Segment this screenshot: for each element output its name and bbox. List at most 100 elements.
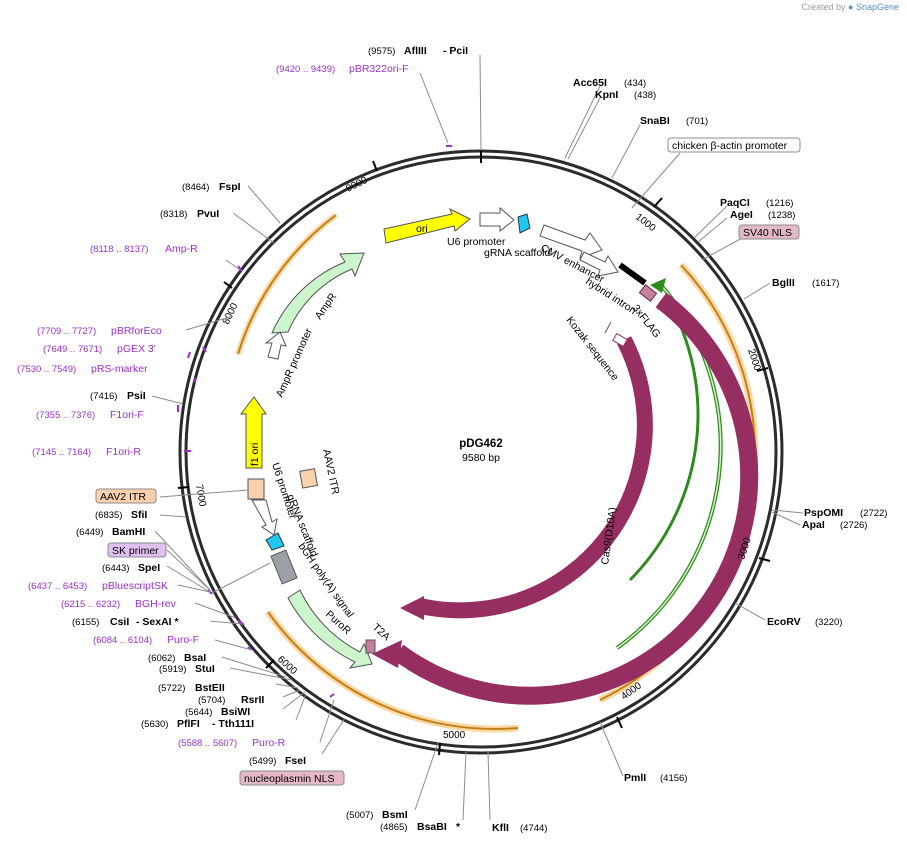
snapgene-credit: Created by ● SnapGene [801,2,899,12]
enzyme-labels: (9575) AflIII - PciI Acc65I (434) KpnI (… [72,45,887,834]
enzyme-name-bstEII: BstEII [195,682,225,694]
plasmid-size: 9580 bp [462,452,500,464]
u6-promoter-top-arrow [479,206,515,233]
grna-scaffold-top-label: gRNA scaffold [484,247,551,259]
tick-label-9000: 9000 [344,175,369,195]
cmv-enhancer-arrow [539,224,603,259]
tick-label-2000: 2000 [745,348,762,373]
enzyme-pos-pflFI: (5630) [141,719,168,730]
enzyme-pos-pmlI: (4156) [660,773,687,784]
enzyme-pos-stuI: (5919) [159,664,186,675]
enzyme-pos-bglII: (1617) [812,278,839,289]
primer-pos-amp-r: (8118 .. 8137) [90,244,148,255]
enzyme-pos-sfiI: (6835) [95,510,122,521]
kozak-leader [604,321,612,334]
enzyme-name-pvuI: PvuI [197,208,219,220]
enzyme-name-sfiI: SfiI [131,509,147,521]
f1-ori-arrow [239,396,267,469]
tick-label-1000: 1000 [633,212,658,235]
enzyme-name-kflI: KflI [492,822,509,834]
enzyme-name-ecoRV: EcoRV [767,616,801,628]
ampr-arrow [271,252,365,334]
enzyme-name-stuI: StuI [195,663,215,675]
highlight-arc-left-core [237,214,337,355]
primer-pos-puro-r: (5588 .. 5607) [178,738,237,749]
enzyme-name-rsrII: RsrII [241,694,264,706]
enzyme-name-apaI: ApaI [802,519,825,531]
cas9-d10a-arc [418,336,653,619]
sv40-nls-feature [638,284,658,302]
3xflag-feature [618,262,647,286]
enzyme-name-bsmI: BsmI [382,809,408,821]
enzyme-pos-kflI: (4744) [520,823,547,834]
primer-name-puro-r: Puro-R [252,737,286,749]
primer-name-pbrforeco: pBRforEco [111,325,162,337]
boxed-label-sv40-nls: SV40 NLS [743,227,792,239]
puror-arrow [287,589,373,669]
ampr-promoter-arrow [264,331,287,360]
primer-name-f1ori-f: F1ori-F [110,409,144,421]
enzyme-pos-pvuI: (8318) [160,209,187,220]
snapgene-logo-icon: ● [848,2,854,12]
enzyme-pos-bsaBI: (4865) [380,822,407,833]
enzyme-name-psiI: PsiI [127,390,146,402]
enzyme-pos-fseI: (5499) [249,756,276,767]
boxed-label-chicken-actin-promoter: chicken β-actin promoter [672,140,788,152]
enzyme-name-snaBI: SnaBI [640,115,670,127]
enzyme-name-bsiWI: BsiWI [221,706,250,718]
enzyme-pos-kpnI: (438) [634,90,656,101]
boxed-label-aav2-itr: AAV2 ITR [100,491,146,503]
enzyme-extra-csiI: - SexAI * [136,616,180,628]
primer-name-pbr322ori-f: pBR322ori-F [349,63,409,75]
plasmid-name: pDG462 [459,438,502,450]
tick-marks [177,151,771,756]
primer-pos-pbr322ori-f: (9420 .. 9439) [276,64,335,75]
enzyme-name-pspOMI: PspOMI [804,507,843,519]
aav2-itr-feature-inner [299,468,319,489]
box-nucleoplasmin-nls [239,770,345,786]
enzyme-name-fspI: FspI [219,181,241,193]
box-chicken-actin-promoter [667,137,801,153]
boxed-label-sk-primer: SK primer [112,545,159,557]
credit-brand: SnapGene [855,2,899,12]
enzyme-name-bglII: BglII [772,277,795,289]
enzyme-pos-aflIII: (9575) [368,46,395,57]
primer-name-prs-marker: pRS-marker [91,363,148,375]
cas9-green-arc-inner [628,297,700,582]
aav2-itr-feature-outer [247,478,265,500]
enzyme-extra-aflIII: - PciI [443,45,468,57]
kozak-sequence-mark [612,332,628,348]
enzyme-name-csiI: CsiI [110,616,129,628]
primer-name-amp-r: Amp-R [165,243,198,255]
enzyme-name-acc65I: Acc65I [573,77,607,89]
enzyme-pos-bsmI: (5007) [346,810,373,821]
box-sk-primer [107,542,167,558]
enzyme-extra-bsaBI: * [456,821,461,833]
grna-scaffold-bottom [265,532,285,551]
ori-label: ori [416,223,428,235]
primer-name-f1ori-r: F1ori-R [106,446,141,458]
enzyme-pos-bstEII: (5722) [158,683,185,694]
enzyme-pos-rsrII: (5704) [198,695,225,706]
enzyme-name-speI: SpeI [138,562,160,574]
enzyme-extra-pflFI: - Tth111I [212,718,254,730]
cas9-label: Cas9 [654,552,676,579]
enzyme-pos-psiI: (7416) [90,391,117,402]
ampr-label: AmpR [313,291,340,322]
cas9-arrowhead [372,640,402,668]
primer-pos-pbrforeco: (7709 .. 7727) [37,326,96,337]
enzyme-pos-ecoRV: (3220) [815,617,842,628]
grna-scaffold-top [517,213,531,234]
box-sv40-nls [738,224,800,240]
t2a-feature [365,639,376,654]
enzyme-name-kpnI: KpnI [595,89,618,101]
enzyme-pos-paqCI: (1216) [766,198,793,209]
hybrid-intron-label: hybrid intron [583,275,638,317]
cas9-green-arrowhead [650,278,666,293]
primer-name-bgh-rev: BGH-rev [135,598,177,610]
enzyme-pos-ageI: (1238) [768,210,795,221]
boxed-label-nucleoplasmin-nls: nucleoplasmin NLS [244,773,334,785]
primer-labels: (9420 .. 9439) pBR322ori-F (8118 .. 8137… [17,63,409,749]
primer-name-pgex3: pGEX 3' [117,343,156,355]
u6-promoter-bottom-arrow [251,499,278,536]
